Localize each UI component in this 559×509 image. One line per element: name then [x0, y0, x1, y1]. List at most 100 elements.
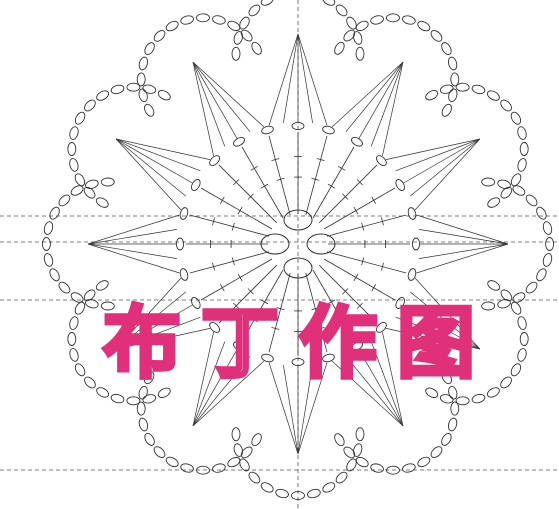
stitch-post [200, 258, 273, 301]
fan-stitch [403, 304, 481, 350]
inner-chain-stitch [191, 179, 201, 191]
chain-stitch [346, 16, 357, 30]
inner-chain-stitch [407, 268, 417, 281]
chain-stitch [153, 30, 166, 42]
inner-chain-stitch [191, 297, 201, 309]
chain-stitch [165, 20, 179, 32]
chain-stitch [74, 363, 86, 377]
fan-stitch [345, 355, 404, 427]
chain-stitch [441, 432, 452, 446]
chain-stitch [510, 173, 522, 187]
chain-stitch [450, 72, 460, 87]
chain-stitch [335, 471, 348, 484]
chain-stitch [335, 4, 348, 17]
chain-stitch [471, 393, 486, 404]
inner-chain-stitch [376, 322, 387, 333]
stitch-bar [260, 183, 269, 189]
center-chain-loop [306, 233, 336, 255]
chain-stitch [355, 46, 365, 61]
stitch-bar [327, 299, 336, 305]
stitch-bar [250, 317, 258, 323]
chain-stitch [84, 99, 96, 112]
fan-stitch [358, 61, 404, 139]
chain-stitch [536, 268, 547, 282]
chain-stitch [165, 456, 179, 468]
fan-stitch [115, 316, 201, 350]
inner-chain-stitch [322, 125, 335, 135]
chain-stitch [545, 237, 555, 251]
chain-stitch [355, 427, 365, 442]
chain-stitch [441, 103, 452, 117]
inner-chain-stitch [261, 125, 274, 135]
chain-stitch [100, 301, 115, 311]
fan-stitch [386, 138, 480, 160]
fan-stitch [409, 291, 481, 350]
chain-stitch [95, 197, 109, 208]
stitch-post [326, 251, 407, 274]
chain-stitch [212, 463, 226, 473]
chain-stitch [500, 376, 512, 389]
fan-stitch [297, 33, 313, 123]
chain-stitch [497, 179, 511, 189]
chain-stitch [455, 82, 470, 92]
chain-stitch [180, 15, 194, 25]
chain-stitch [370, 15, 384, 25]
chain-stitch [307, 488, 321, 499]
chain-stitch [43, 253, 54, 267]
chain-stitch [448, 88, 458, 103]
inner-chain-stitch [179, 268, 189, 281]
stitch-bar [231, 257, 235, 266]
stitch-bar [356, 179, 363, 186]
fan-stitch [192, 61, 238, 139]
chain-stitch [447, 417, 458, 432]
chain-stitch [49, 268, 60, 282]
chain-stitch [233, 443, 243, 457]
chain-stitch [110, 393, 125, 404]
chain-stitch [196, 13, 210, 23]
inner-chain-stitch [233, 341, 245, 351]
stitch-bar [342, 288, 349, 295]
chain-stitch [144, 103, 155, 117]
chain-stitch [500, 186, 513, 199]
chain-stitch [355, 456, 369, 468]
chain-stitch [70, 292, 84, 303]
chain-stitch [43, 221, 54, 235]
stitch-post [189, 214, 270, 237]
fan-stitch [268, 362, 299, 455]
chain-stitch [231, 46, 241, 61]
fan-stitch [370, 61, 404, 147]
center-chain-loop [283, 257, 313, 279]
stitch-post [200, 187, 273, 230]
chain-stitch [497, 299, 511, 309]
inner-chain-stitch [261, 353, 274, 363]
fan-stitch [416, 243, 509, 274]
stitch-bar [338, 165, 346, 171]
inner-chain-stitch [209, 155, 220, 166]
chain-stitch [136, 401, 146, 416]
fan-stitch [87, 243, 177, 259]
stitch-bar [381, 262, 384, 271]
chain-stitch [517, 158, 527, 172]
fan-stitch [192, 332, 214, 426]
fan-stitch [268, 33, 299, 126]
chain-stitch [441, 371, 452, 385]
fan-stitch [192, 61, 251, 133]
chain-stitch [126, 82, 141, 92]
chain-stitch [447, 56, 458, 71]
chain-stitch [180, 463, 194, 473]
chain-stitch [500, 99, 512, 112]
chain-stitch [100, 177, 115, 187]
fan-stitch [87, 214, 180, 245]
stitch-bar [237, 273, 243, 282]
fan-stitch [382, 332, 404, 426]
chain-stitch [517, 126, 527, 140]
chain-stitch [69, 348, 79, 362]
chain-stitch [67, 142, 77, 156]
chain-stitch [353, 31, 363, 45]
chain-stitch [525, 281, 538, 294]
chain-stitch [455, 396, 470, 406]
inner-chain-stitch [322, 353, 335, 363]
chain-stitch [157, 90, 171, 101]
chain-stitch [153, 446, 166, 458]
stitch-bar [260, 299, 269, 305]
